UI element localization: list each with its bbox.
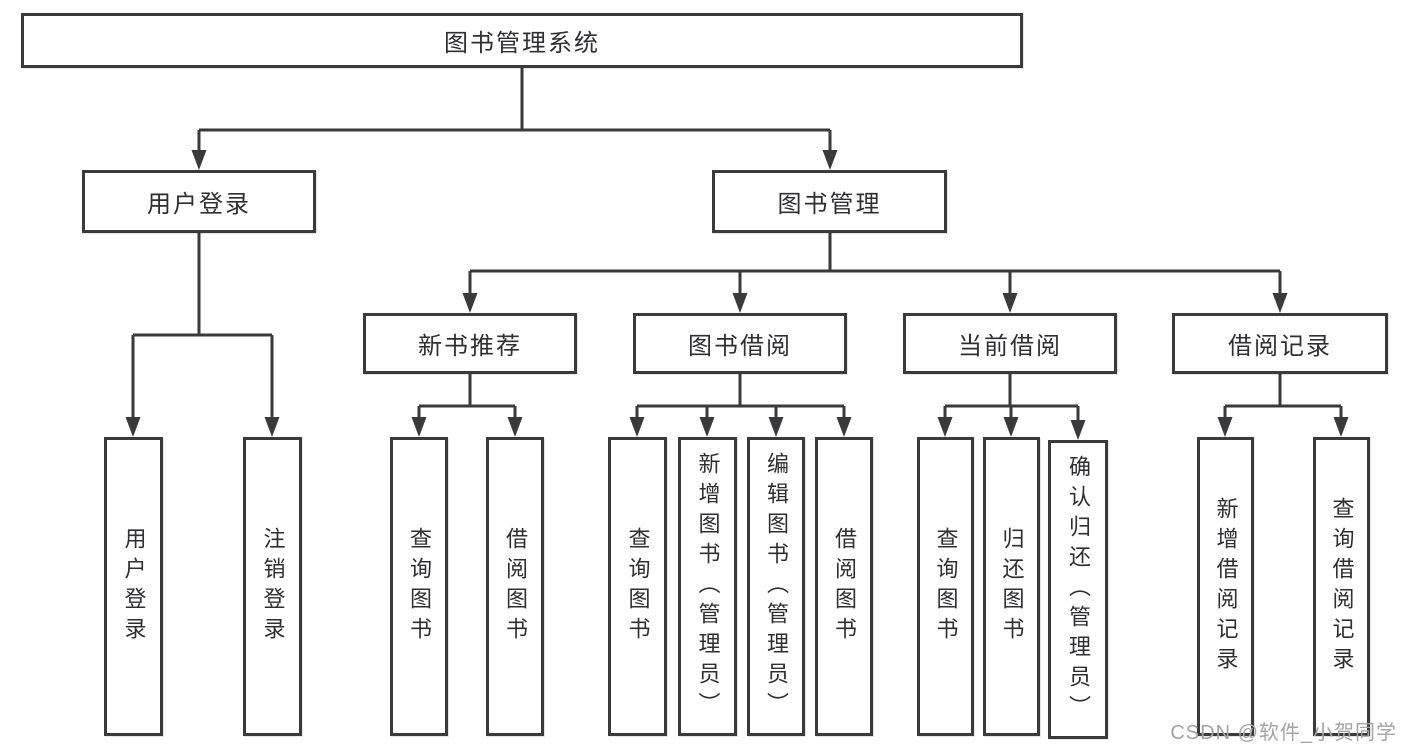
leaf-add-borrow-record: 新增借阅记录 — [1197, 437, 1254, 736]
leaf-return-book: 归还图书 — [983, 437, 1040, 736]
leaf-logout: 注销登录 — [243, 437, 302, 736]
leaf-borrow-books-recommend: 借阅图书 — [486, 437, 544, 736]
leaf-query-borrow-record: 查询借阅记录 — [1313, 437, 1370, 736]
leaf-borrow-books: 借阅图书 — [815, 437, 873, 736]
leaf-query-books-recommend: 查询图书 — [390, 437, 448, 736]
node-root: 图书管理系统 — [21, 13, 1023, 68]
node-user-login: 用户登录 — [82, 170, 316, 233]
node-new-book-recommend: 新书推荐 — [363, 313, 577, 374]
leaf-add-book-admin: 新增图书（管理员） — [678, 437, 737, 736]
node-book-borrow: 图书借阅 — [633, 313, 847, 374]
leaf-confirm-return-admin: 确认归还（管理员） — [1048, 440, 1108, 739]
node-book-management: 图书管理 — [712, 170, 947, 233]
leaf-query-books-current: 查询图书 — [917, 437, 974, 736]
leaf-query-books-borrow: 查询图书 — [608, 437, 667, 736]
node-borrow-records: 借阅记录 — [1172, 313, 1388, 374]
leaf-user-login: 用户登录 — [104, 437, 163, 736]
leaf-edit-book-admin: 编辑图书（管理员） — [747, 437, 805, 736]
csdn-watermark: CSDN @软件_小贺同学 — [1170, 722, 1397, 744]
node-current-borrow: 当前借阅 — [903, 313, 1117, 374]
